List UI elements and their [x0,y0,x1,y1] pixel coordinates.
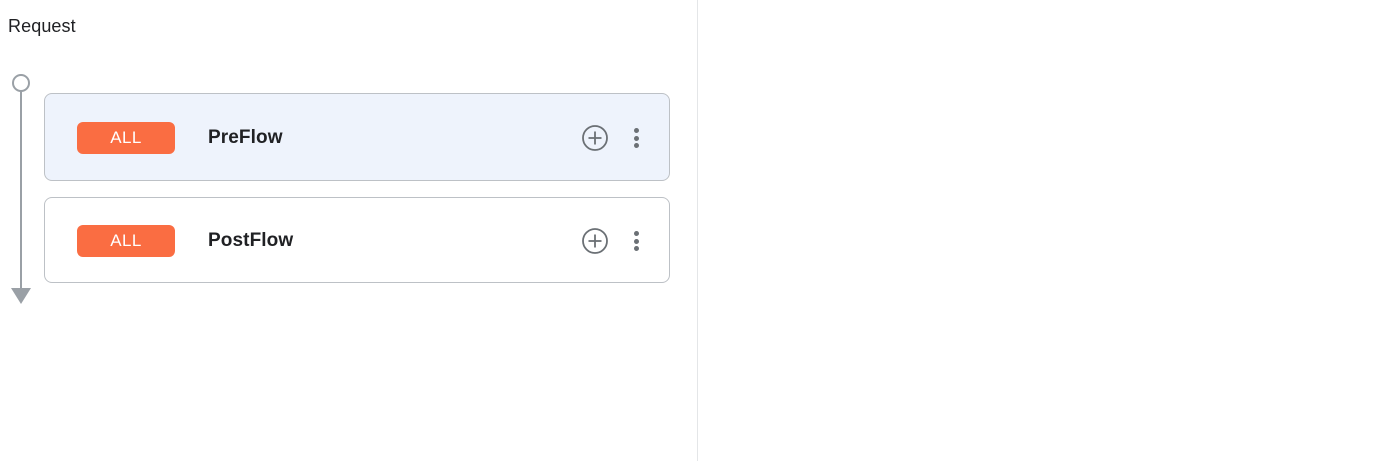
flow-start-circle-icon [12,74,30,92]
request-panel: Request ALL PreFlow [8,16,670,306]
arrow-down-icon [11,288,31,304]
flow-card-header: ALL PostFlow [45,198,669,284]
flow-card-request-preflow[interactable]: ALL PreFlow [44,93,670,181]
request-panel-title: Request [8,16,76,36]
flow-card-request-postflow[interactable]: ALL PostFlow [44,197,670,283]
more-vertical-icon[interactable] [623,123,649,153]
flow-card-header: ALL PreFlow [45,94,669,182]
add-circle-icon[interactable] [580,226,610,256]
flow-card-label: PreFlow [208,127,283,148]
request-flow-rail [10,74,32,306]
dots [633,229,639,254]
method-badge: ALL [77,225,175,257]
method-badge: ALL [77,122,175,154]
more-vertical-icon[interactable] [623,226,649,256]
dots [633,126,639,151]
add-circle-icon[interactable] [580,123,610,153]
response-panel: Response ALL PostFlow [698,0,1393,461]
flow-card-label: PostFlow [208,230,294,251]
panel-divider [697,0,698,461]
rail-line [20,91,22,289]
